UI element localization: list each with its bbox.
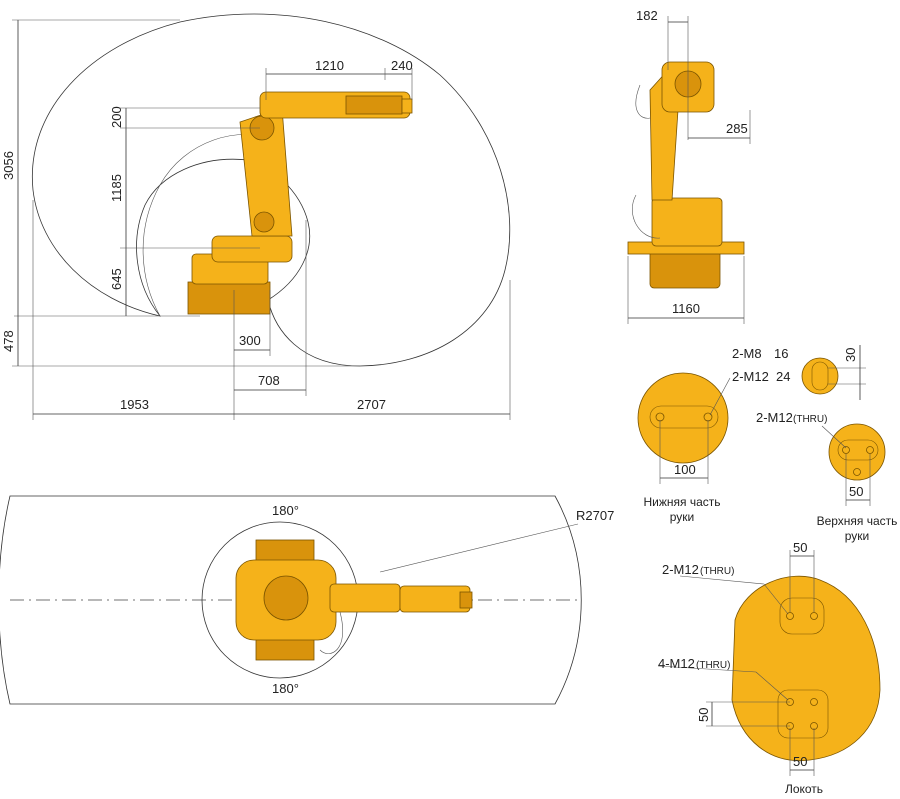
upper-arm-circle xyxy=(828,423,886,481)
dim-1210: 1210 xyxy=(315,58,344,73)
robot-forearm xyxy=(345,95,403,115)
callout-upper-thru: (THRU) xyxy=(793,414,827,425)
lower-arm-hole-right xyxy=(703,412,713,422)
callout-2-m12-depth: 24 xyxy=(776,369,790,384)
upper-arm-small-circle xyxy=(801,357,839,395)
caption-lower-arm-1: Нижняя часть xyxy=(643,495,720,509)
robot-base xyxy=(187,281,271,315)
callout-upper-2-m12: 2-M12 xyxy=(756,410,793,425)
top-view: R2707 180° 180° xyxy=(0,495,614,705)
dim-3056: 3056 xyxy=(1,151,16,180)
dim-478: 478 xyxy=(1,330,16,352)
side-view: 1210 240 200 1185 645 3056 478 300 708 1… xyxy=(1,13,511,420)
dim-1185: 1185 xyxy=(109,174,124,202)
robot-shoulder-joint xyxy=(253,211,275,233)
callout-elbow-4-thru: (THRU) xyxy=(696,660,730,671)
robot-shoulder xyxy=(211,235,293,263)
lower-arm-slot xyxy=(649,405,719,429)
top-envelope xyxy=(0,495,582,705)
callout-2-m8: 2-M8 xyxy=(732,346,762,361)
callout-elbow-2-thru: (THRU) xyxy=(700,566,734,577)
dim-50-upper: 50 xyxy=(849,484,863,499)
top-arm xyxy=(329,583,401,613)
caption-elbow: Локоть xyxy=(785,782,823,796)
dim-708: 708 xyxy=(258,373,280,388)
dim-240: 240 xyxy=(391,58,413,73)
elbow-detail: 50 2-M12 (THRU) 4-M12 (THRU) 50 50 Локот… xyxy=(657,540,881,796)
front-base xyxy=(649,249,721,289)
dim-1953: 1953 xyxy=(120,397,149,412)
dim-645: 645 xyxy=(109,268,124,290)
angle-top: 180° xyxy=(272,503,299,518)
dim-300: 300 xyxy=(239,333,261,348)
dim-285: 285 xyxy=(726,121,748,136)
dim-50-side: 50 xyxy=(696,708,711,722)
lower-arm-hole-left xyxy=(655,412,665,422)
dim-r2707: R2707 xyxy=(576,508,614,523)
front-view: 182 285 1160 xyxy=(627,8,751,324)
dim-50-bottom: 50 xyxy=(793,754,807,769)
elbow-body xyxy=(731,575,881,762)
robot-wrist xyxy=(401,98,413,114)
dim-50-top: 50 xyxy=(793,540,807,555)
front-turret xyxy=(651,197,723,247)
top-turret-hub xyxy=(263,575,309,621)
lower-arm-circle xyxy=(637,372,729,464)
callout-elbow-4-m12: 4-M12 xyxy=(658,656,695,671)
lower-arm-detail: 2-M8 16 2-M12 24 100 Нижняя часть руки xyxy=(637,346,790,524)
caption-upper-arm-2: руки xyxy=(845,529,870,543)
top-forearm xyxy=(399,585,471,613)
dim-1160: 1160 xyxy=(672,301,700,316)
dim-200: 200 xyxy=(109,106,124,128)
caption-upper-arm-1: Верхняя часть xyxy=(817,514,898,528)
work-envelope xyxy=(31,13,511,367)
callout-2-m12: 2-M12 xyxy=(732,369,769,384)
dim-2707: 2707 xyxy=(357,397,386,412)
inner-envelope xyxy=(142,134,276,317)
top-wrist xyxy=(459,591,473,609)
dim-182: 182 xyxy=(636,8,658,23)
callout-elbow-2-m12: 2-M12 xyxy=(662,562,699,577)
callout-2-m8-depth: 16 xyxy=(774,346,788,361)
dim-100: 100 xyxy=(674,462,696,477)
angle-bottom: 180° xyxy=(272,681,299,696)
upper-arm-detail: 30 2-M12 (THRU) 50 Верхняя часть руки xyxy=(756,345,897,543)
caption-lower-arm-2: руки xyxy=(670,510,695,524)
dim-30: 30 xyxy=(843,348,858,362)
